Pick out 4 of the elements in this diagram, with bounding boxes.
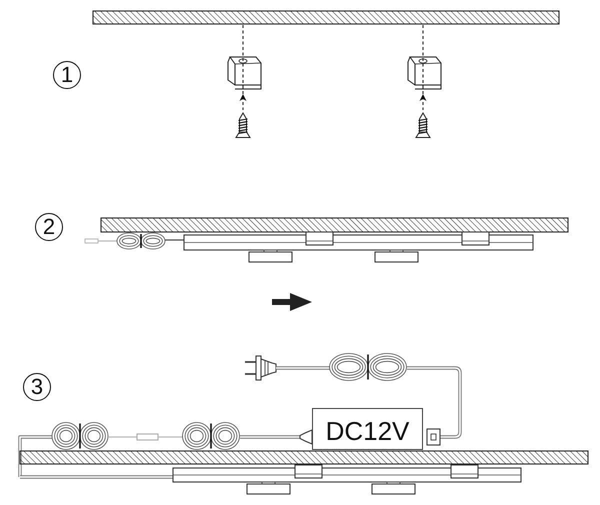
step-number: 3 bbox=[23, 373, 51, 401]
step-number: 1 bbox=[53, 61, 81, 89]
step-number: 2 bbox=[35, 213, 63, 241]
power-supply-box: DC12V bbox=[312, 408, 423, 450]
